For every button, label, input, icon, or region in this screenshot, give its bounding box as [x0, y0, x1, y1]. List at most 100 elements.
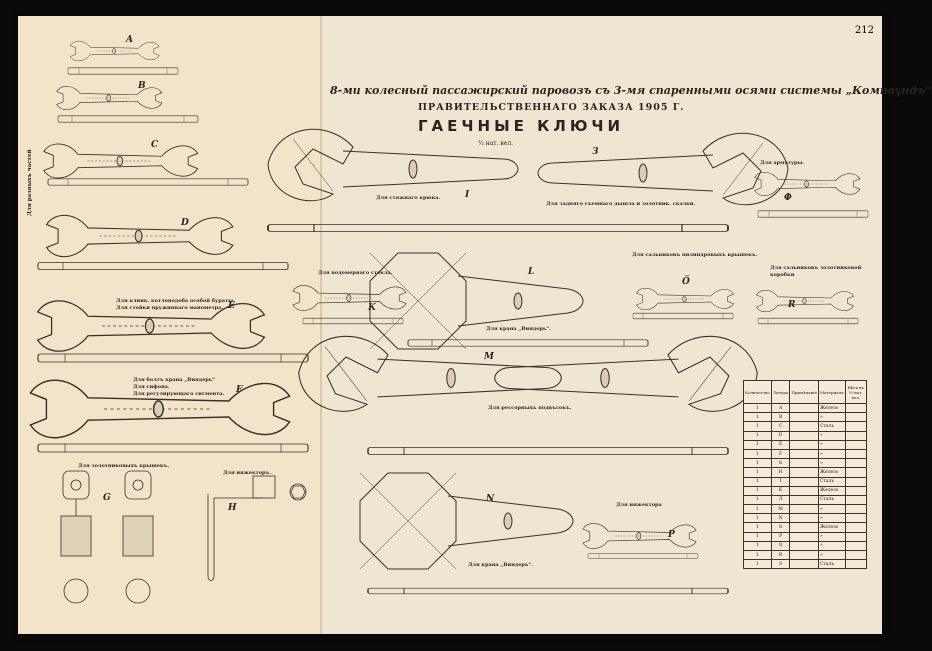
table-cell	[844, 458, 868, 469]
table-cell	[789, 458, 819, 469]
title-scale: ½ нат. вел.	[478, 140, 514, 147]
table-cell: »	[817, 458, 846, 469]
caption-f-1: Для болтъ крана „Виндерь“	[133, 377, 216, 383]
table-cell: B	[770, 412, 791, 423]
letter-o: Ö	[682, 277, 690, 287]
table-header-row: Количество Литера Примѣчаніе Материалъ В…	[743, 380, 868, 404]
table-cell: Сталь	[817, 494, 846, 506]
table-cell: F	[770, 448, 791, 460]
table-cell: 1	[743, 458, 772, 469]
caption-f-3: Для регулирующаго сигмента.	[133, 391, 225, 397]
table-cell	[844, 549, 868, 561]
caption-n: Для крана „Виндерь“.	[468, 562, 533, 568]
table-cell	[789, 559, 819, 570]
table-cell: N	[770, 513, 791, 524]
table-cell: Железо	[817, 467, 846, 478]
table-cell: 1	[743, 494, 772, 506]
parts-table: Количество Литера Примѣчаніе Материалъ В…	[743, 380, 868, 570]
table-cell	[789, 531, 819, 542]
table-cell: 1	[743, 485, 772, 496]
table-cell: »	[817, 531, 846, 542]
table-cell: M	[770, 504, 791, 515]
table-cell: 1	[743, 476, 772, 487]
table-cell	[789, 494, 819, 506]
letter-n: N	[486, 494, 495, 504]
table-cell: A	[770, 402, 791, 414]
table-cell	[789, 402, 819, 414]
table-cell	[844, 421, 868, 432]
table-cell: »	[817, 513, 846, 524]
table-header: Количество	[743, 380, 772, 404]
table-cell: »	[817, 430, 846, 441]
letter-phi: Φ	[784, 193, 792, 203]
letter-p: P	[668, 530, 675, 540]
table-cell: H	[770, 467, 791, 478]
title-order: ПРАВИТЕЛЬСТВЕННАГО ЗАКАЗА 1905 Г.	[418, 102, 685, 113]
table-cell: »	[817, 412, 846, 423]
table-cell	[844, 494, 868, 506]
letter-m: M	[484, 352, 494, 362]
table-cell: 1	[743, 513, 772, 524]
table-cell	[789, 485, 819, 496]
table-cell	[844, 430, 868, 441]
caption-h: Для инжекторъ.	[223, 470, 272, 476]
table-cell: Л	[770, 494, 791, 506]
title-locomotive: 8-ми колесный пассажирский паровозъ съ 3…	[330, 84, 932, 97]
table-cell	[844, 485, 868, 496]
table-cell: G	[770, 458, 791, 469]
table-cell	[844, 412, 868, 423]
caption-valve-box-1: Для сальниковъ золотниковой	[770, 265, 862, 271]
table-cell	[789, 430, 819, 441]
sheet-fold	[320, 16, 322, 634]
table-cell: »	[817, 540, 846, 552]
table-cell	[844, 476, 868, 487]
table-cell: 1	[743, 540, 772, 552]
table-cell: 1	[743, 402, 772, 414]
letter-g: G	[103, 493, 111, 503]
table-cell: K	[770, 485, 791, 496]
table-cell: 1	[743, 439, 772, 450]
letter-b: B	[138, 81, 146, 91]
table-header: Материалъ	[817, 380, 846, 404]
table-cell	[844, 531, 868, 542]
caption-valve-box-2: коробки	[770, 272, 795, 278]
table-cell: C	[770, 421, 791, 432]
table-cell: Железо	[817, 402, 846, 414]
caption-p: Для инжектора	[616, 502, 662, 508]
table-cell	[789, 467, 819, 478]
table-cell	[789, 540, 819, 552]
letter-r: R	[788, 300, 796, 310]
wrench-drawings	[29, 40, 869, 604]
table-cell: Железо	[817, 485, 846, 496]
caption-e-2: Для стойки пружиннаго манометра.	[116, 305, 224, 311]
caption-z: Для задняго съемнаго дышла и золотник. с…	[546, 201, 696, 207]
table-cell: S	[770, 559, 791, 570]
letter-e: E	[228, 301, 235, 311]
table-cell: Сталь	[817, 476, 846, 487]
caption-gauge-glass: Для водомернаго стекла.	[318, 270, 393, 276]
letter-k: K	[368, 303, 376, 313]
table-cell	[789, 439, 819, 450]
table-cell: I	[770, 476, 791, 487]
table-cell: 1	[743, 504, 772, 515]
table-cell: 1	[743, 531, 772, 542]
caption-f-2: Для сифона.	[133, 384, 170, 390]
letter-z: З	[592, 147, 599, 157]
table-header: Примѣчаніе	[789, 380, 819, 404]
table-cell	[844, 522, 868, 533]
table-cell	[844, 559, 868, 570]
table-cell	[844, 540, 868, 552]
